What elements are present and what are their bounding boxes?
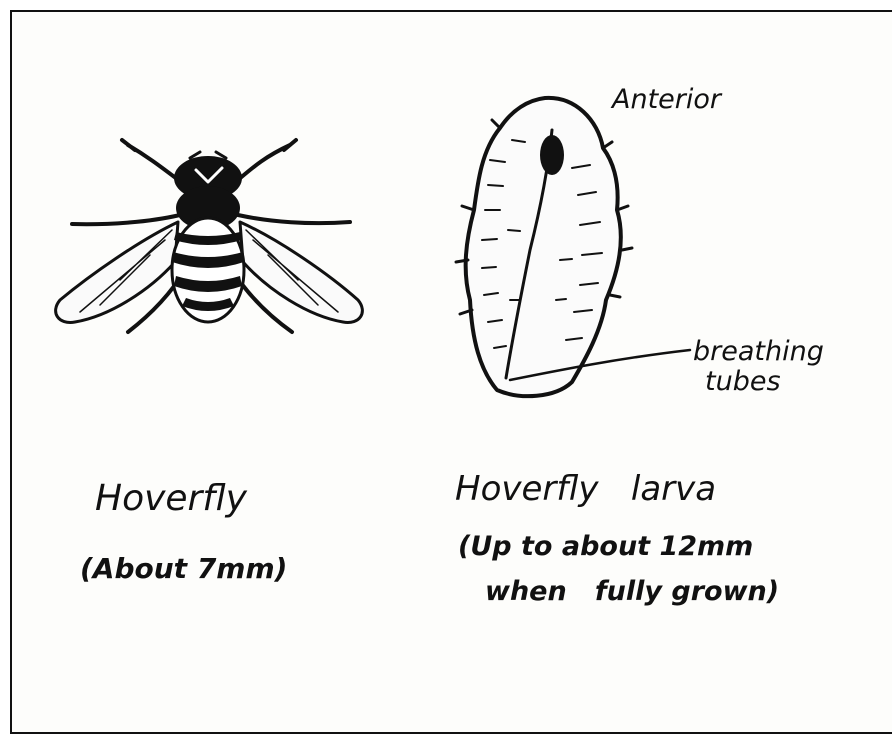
larva-size-line2: when fully grown) (485, 576, 779, 607)
breathing-label: breathing (693, 336, 824, 367)
tubes-label: tubes (705, 366, 781, 397)
larva-size-line1: (Up to about 12mm (458, 531, 753, 562)
larva-title: Hoverfly larva (455, 469, 716, 509)
hoverfly-title: Hoverfly (95, 478, 248, 519)
larva-illustration (456, 98, 690, 396)
left-wing (56, 222, 178, 322)
hoverfly-size: (About 7mm) (80, 552, 287, 585)
diagram-canvas: Anterior breathing tubes Hoverfly (About… (0, 0, 892, 702)
hoverfly-illustration (56, 140, 363, 332)
right-wing (240, 222, 362, 322)
anterior-label: Anterior (610, 84, 723, 115)
